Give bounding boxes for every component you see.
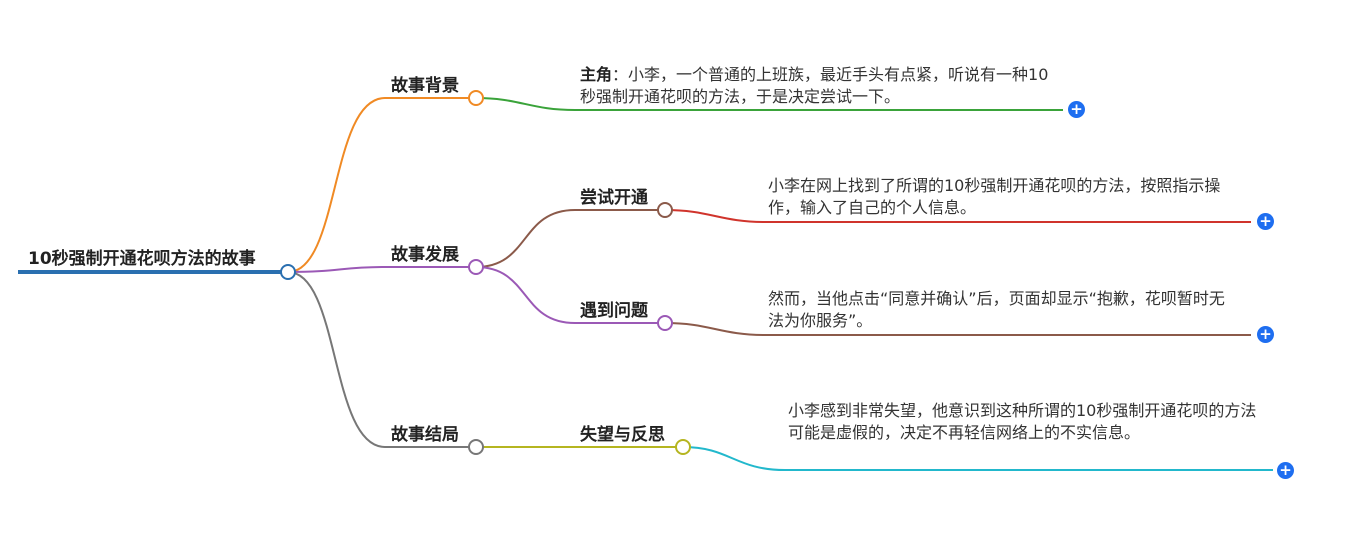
leaf-try-open[interactable]: 小李在网上找到了所谓的10秒强制开通花呗的方法，按照指示操作，输入了自己的个人信… [768,176,1221,217]
plus-circle-icon[interactable]: + [1068,101,1085,118]
background-node-circle[interactable] [468,90,484,106]
meet-problem-node-circle[interactable] [657,315,673,331]
connector-protagonist-leaf [475,97,1063,111]
branch-label-background[interactable]: 故事背景 [391,76,459,96]
development-node-circle[interactable] [468,259,484,275]
connector-meet-problem-leaf [664,322,1251,336]
subbranch-label-disappointment[interactable]: 失望与反思 [580,425,665,445]
connector-development [287,266,476,273]
subbranch-label-meet-problem[interactable]: 遇到问题 [580,301,648,321]
branch-label-ending[interactable]: 故事结局 [391,425,459,445]
connector-background [287,97,476,273]
branch-label-development[interactable]: 故事发展 [391,245,459,265]
plus-circle-icon[interactable]: + [1277,462,1294,479]
leaf-meet-problem[interactable]: 然而，当他点击“同意并确认”后，页面却显示“抱歉，花呗暂时无法为你服务”。 [768,289,1225,330]
plus-circle-icon[interactable]: + [1257,326,1274,343]
leaf-disappointment[interactable]: 小李感到非常失望，他意识到这种所谓的10秒强制开通花呗的方法可能是虚假的，决定不… [788,401,1257,442]
root-node-circle[interactable] [280,264,296,280]
connector-disappointment-leaf [682,446,1273,471]
plus-circle-icon[interactable]: + [1257,213,1274,230]
leaf-protagonist-title: 主角 [580,65,613,84]
disappointment-node-circle[interactable] [675,439,691,455]
leaf-protagonist[interactable]: 主角：小李，一个普通的上班族，最近手头有点紧，听说有一种10秒强制开通花呗的方法… [580,64,1050,108]
connector-try-open [475,209,665,268]
try-open-node-circle[interactable] [657,202,673,218]
connector-ending [287,271,476,448]
root-node-label[interactable]: 10秒强制开通花呗方法的故事 [28,249,256,269]
ending-node-circle[interactable] [468,439,484,455]
connector-meet-problem [475,266,665,324]
connector-try-open-leaf [664,209,1251,223]
subbranch-label-try-open[interactable]: 尝试开通 [580,188,648,208]
leaf-protagonist-text: ：小李，一个普通的上班族，最近手头有点紧，听说有一种10秒强制开通花呗的方法，于… [580,65,1049,106]
